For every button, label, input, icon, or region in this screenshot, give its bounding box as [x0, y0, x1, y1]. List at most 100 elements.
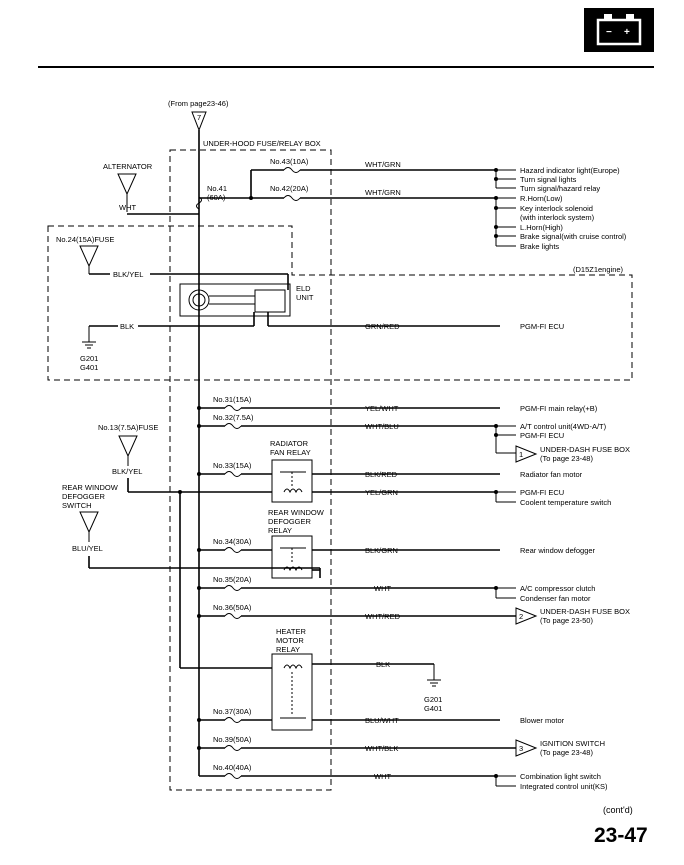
svg-text:−: −	[606, 27, 612, 38]
wire-39: WHT/BLK	[365, 744, 398, 753]
cont-label: (cont'd)	[603, 805, 633, 815]
eld-region	[47, 225, 633, 381]
load-33: Radiator fan motor	[520, 470, 583, 479]
load-43-3: Turn signal/hazard relay	[520, 184, 600, 193]
connector-3-label: 3	[519, 744, 523, 753]
load-35-1: A/C compressor clutch	[520, 584, 595, 593]
load-42-6: Brake lights	[520, 242, 559, 251]
defogger-switch-1: REAR WINDOW	[62, 483, 119, 492]
wire-33: BLK/RED	[365, 470, 398, 479]
connector-1-icon	[515, 445, 538, 463]
fuse-40-icon	[224, 773, 242, 779]
under-hood-label: UNDER-HOOD FUSE/RELAY BOX	[203, 139, 321, 148]
fuse-13-label: No.13(7.5A)FUSE	[98, 423, 158, 432]
load-42-2: Key interlock solenoid	[520, 204, 593, 213]
load-32-2: PGM-FI ECU	[520, 431, 564, 440]
fuse-24-icon	[79, 245, 99, 268]
fuse-13-wire: BLK/YEL	[112, 467, 142, 476]
load-43-2: Turn signal lights	[520, 175, 577, 184]
load-39-box-1: IGNITION SWITCH	[540, 739, 605, 748]
alternator-wire: WHT	[119, 203, 136, 212]
defogger-coil-icon	[283, 566, 303, 572]
load-37: Blower motor	[520, 716, 565, 725]
eld-unit-label-2: UNIT	[296, 293, 314, 302]
fuse-37-icon	[224, 717, 242, 723]
wire-heater: BLK	[376, 660, 390, 669]
connector-7-icon	[191, 111, 207, 132]
ground-left-2: G401	[80, 363, 98, 372]
fuse-39-icon	[224, 745, 242, 751]
fuse-32-label: No.32(7.5A)	[213, 413, 254, 422]
radiator-coil-icon	[283, 488, 303, 494]
radiator-relay-1: RADIATOR	[270, 439, 309, 448]
fuse-33-label: No.33(15A)	[213, 461, 252, 470]
connector-2-label: 2	[519, 612, 523, 621]
from-page-label: (From page23-46)	[168, 99, 229, 108]
fuse-24-wire: BLK/YEL	[113, 270, 143, 279]
defogger-relay-3: RELAY	[268, 526, 292, 535]
defogger-switch-wire: BLU/YEL	[72, 544, 103, 553]
load-40-2: Integrated control unit(KS)	[520, 782, 608, 791]
load-43-1: Hazard indicator light(Europe)	[520, 166, 620, 175]
ground-left-wire: BLK	[120, 322, 134, 331]
d15z1-label: (D15Z1engine)	[573, 265, 624, 274]
defogger-switch-icon	[79, 511, 99, 534]
load-eld: PGM-FI ECU	[520, 322, 564, 331]
connector-1-label: 1	[519, 450, 523, 459]
fuse-24-label: No.24(15A)FUSE	[56, 235, 114, 244]
load-32-box-2: (To page 23-48)	[540, 454, 593, 463]
wire-37: BLU/WHT	[365, 716, 399, 725]
fuse-34-icon	[224, 547, 242, 553]
load-36-box-2: (To page 23-50)	[540, 616, 593, 625]
load-34: Rear window defogger	[520, 546, 596, 555]
wire-31: YEL/WHT	[365, 404, 399, 413]
fuse-43-icon	[283, 167, 301, 173]
fuse-34-label: No.34(30A)	[213, 537, 252, 546]
wire-34: BLK/GRN	[365, 546, 398, 555]
battery-icon: − +	[584, 8, 654, 52]
load-42-1: R.Horn(Low)	[520, 194, 563, 203]
radiator-relay-box	[271, 459, 313, 503]
alternator-label: ALTERNATOR	[103, 162, 153, 171]
load-39-box-2: (To page 23-48)	[540, 748, 593, 757]
wire-35: WHT	[374, 584, 391, 593]
fuse-39-label: No.39(50A)	[213, 735, 252, 744]
defogger-relay-2: DEFOGGER	[268, 517, 312, 526]
connector-7-label: 7	[197, 113, 201, 122]
wire-36: WHT/RED	[365, 612, 401, 621]
fuse-35-icon	[224, 585, 242, 591]
heater-relay-2: MOTOR	[276, 636, 304, 645]
fuse-42-label: No.42(20A)	[270, 184, 309, 193]
defogger-relay-1: REAR WINDOW	[268, 508, 325, 517]
svg-text:+: +	[624, 27, 630, 38]
wire-33b: YEL/GRN	[365, 488, 398, 497]
fuse-13-icon	[118, 435, 138, 458]
wire-43: WHT/GRN	[365, 160, 401, 169]
ground-right-2: G401	[424, 704, 442, 713]
load-40-1: Combination light switch	[520, 772, 601, 781]
load-33b-2: Coolent temperature switch	[520, 498, 611, 507]
load-31: PGM-FI main relay(+B)	[520, 404, 598, 413]
ground-right-1: G201	[424, 695, 442, 704]
load-33b-1: PGM-FI ECU	[520, 488, 564, 497]
page-number: 23-47	[594, 824, 648, 847]
fuse-31-icon	[224, 405, 242, 411]
heater-coil-icon	[283, 664, 303, 670]
alternator-icon	[117, 173, 137, 196]
defogger-switch-2: DEFOGGER	[62, 492, 106, 501]
fuse-32-icon	[224, 423, 242, 429]
wire-42: WHT/GRN	[365, 188, 401, 197]
load-35-2: Condenser fan motor	[520, 594, 591, 603]
fuse-43-label: No.43(10A)	[270, 157, 309, 166]
wire-32: WHT/BLU	[365, 422, 399, 431]
eld-unit-box	[179, 283, 291, 317]
ground-right-icon	[427, 679, 441, 687]
defogger-switch-3: SWITCH	[62, 501, 92, 510]
wire-40: WHT	[374, 772, 391, 781]
eld-sensor-icon	[188, 289, 210, 311]
heater-relay-1: HEATER	[276, 627, 306, 636]
load-32-1: A/T control unit(4WD-A/T)	[520, 422, 607, 431]
ground-left-1: G201	[80, 354, 98, 363]
fuse-36-label: No.36(50A)	[213, 603, 252, 612]
